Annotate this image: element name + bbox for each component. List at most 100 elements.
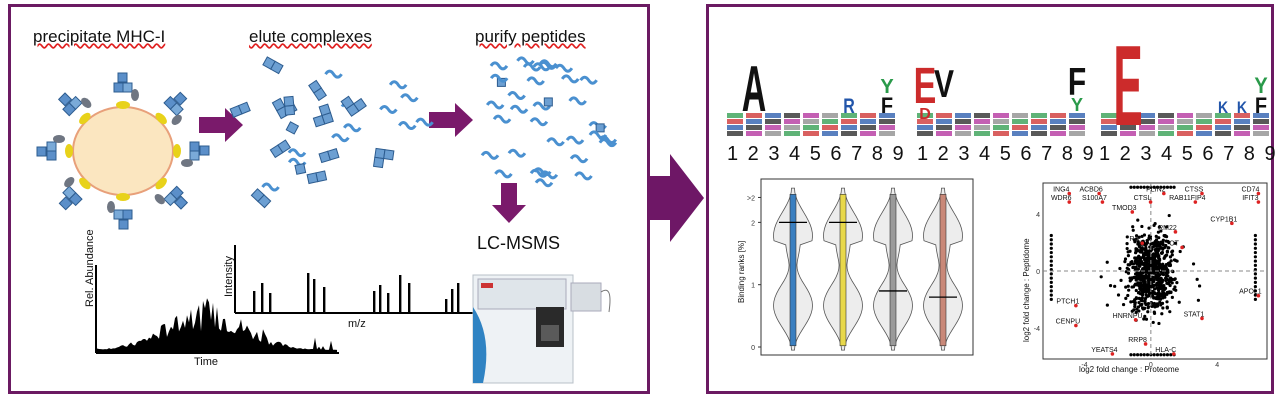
scatter-point	[1144, 296, 1148, 300]
scatter-point	[1152, 265, 1156, 269]
gene-label: CYP1B1	[1210, 216, 1237, 223]
step-purify-label: purify peptides	[475, 27, 586, 46]
mhc-complex	[154, 177, 189, 210]
highlight-point	[1230, 221, 1234, 226]
scatter-point	[1124, 296, 1128, 300]
spectrum-peak	[269, 293, 272, 313]
complex-fragment	[269, 139, 292, 159]
violin-2	[823, 187, 863, 351]
logo-residue	[1069, 125, 1085, 130]
scatter-point	[1151, 258, 1155, 262]
mhc-complex	[155, 91, 188, 125]
peptide	[546, 137, 565, 147]
scatter-point	[1159, 353, 1163, 357]
scatter-point	[1124, 285, 1128, 289]
spectrum-peak	[323, 287, 326, 313]
complex-fragment	[308, 79, 327, 102]
logo-residue	[917, 131, 933, 136]
logo-residue	[727, 125, 743, 130]
scatter-point	[1143, 280, 1147, 284]
logo-residue	[1012, 125, 1028, 130]
mhc-complexes	[36, 72, 210, 230]
logo-residue	[993, 131, 1009, 136]
highlight-point	[1162, 191, 1166, 196]
logo-residue	[1050, 113, 1066, 118]
scatter-point	[1136, 267, 1141, 271]
scatter-point	[1118, 266, 1122, 271]
scatter-point	[1049, 267, 1053, 272]
logo-residue	[1031, 131, 1047, 136]
logo-residue	[1253, 119, 1269, 124]
logo-residue	[784, 125, 800, 130]
scatter-point	[1145, 275, 1150, 279]
scatter-point	[1137, 235, 1141, 239]
scatter-point	[1049, 276, 1053, 280]
arrow-2	[429, 103, 473, 137]
scatter-point	[1132, 308, 1136, 312]
logo-residue	[746, 119, 762, 124]
peptide	[598, 138, 618, 148]
scatter-point	[1155, 278, 1160, 282]
peptide	[489, 73, 509, 83]
scatter-point	[1164, 278, 1168, 283]
logo-residue	[1215, 119, 1231, 124]
scatter-point	[1143, 306, 1147, 310]
scatter-point	[1141, 252, 1146, 257]
logo-residue	[727, 131, 743, 136]
complex-fragment	[318, 148, 340, 164]
spectrum-peak	[451, 289, 454, 313]
scatter-point	[1140, 224, 1144, 229]
scatter-y-tick: -4	[1034, 326, 1040, 333]
peptide	[343, 123, 362, 133]
logo-residue	[1234, 125, 1250, 130]
scatter-point	[1253, 267, 1257, 272]
scatter-point	[1152, 304, 1156, 308]
logo-residue	[822, 113, 838, 118]
scatter-point	[1134, 288, 1138, 293]
scatter-point	[1170, 295, 1174, 299]
scatter-point	[1253, 233, 1257, 238]
mhc-complex	[113, 72, 139, 109]
logo-residue	[860, 113, 876, 118]
scatter-point	[1177, 300, 1181, 304]
highlight-point	[1256, 191, 1261, 196]
scatter-point	[1130, 277, 1134, 281]
peptide	[526, 76, 545, 86]
scatter-point	[1147, 256, 1151, 260]
chromatogram-trace	[97, 298, 337, 353]
scatter-point	[1158, 273, 1162, 277]
logo-residue	[1177, 131, 1193, 136]
scatter-point	[1155, 247, 1159, 251]
scatter-point	[1135, 353, 1140, 357]
logo-residue	[1234, 113, 1250, 118]
scatter-point	[1162, 185, 1166, 189]
logo-residue	[1120, 125, 1136, 130]
peptide	[324, 69, 343, 79]
scatter-point	[1161, 262, 1165, 266]
logo-residue	[1050, 119, 1066, 124]
scatter-point	[1049, 242, 1053, 246]
scatter-point	[1138, 262, 1142, 266]
scatter-point	[1049, 263, 1053, 267]
scatter-point	[1134, 259, 1138, 264]
scatter-point	[1165, 250, 1170, 254]
scatter-point	[1253, 297, 1257, 301]
gene-label: TMOD3	[1112, 205, 1137, 212]
scatter-point	[1135, 276, 1139, 280]
logo-residue	[784, 119, 800, 124]
scatter-point	[1253, 255, 1257, 259]
logo-residue	[765, 125, 781, 130]
scatter-point	[1049, 259, 1053, 263]
scatter-point	[1137, 300, 1141, 305]
scatter-point	[1141, 290, 1145, 295]
logo-letter: K	[1218, 99, 1229, 117]
highlight-point	[1148, 200, 1153, 204]
scatter-point	[1134, 247, 1139, 251]
scatter-point	[1253, 285, 1257, 289]
step-precipitate-label: precipitate MHC-I	[33, 27, 166, 46]
scatter-point	[1161, 306, 1165, 310]
scatter-point	[1127, 267, 1131, 272]
scatter-point	[1152, 279, 1156, 284]
scatter-point	[1133, 298, 1137, 302]
